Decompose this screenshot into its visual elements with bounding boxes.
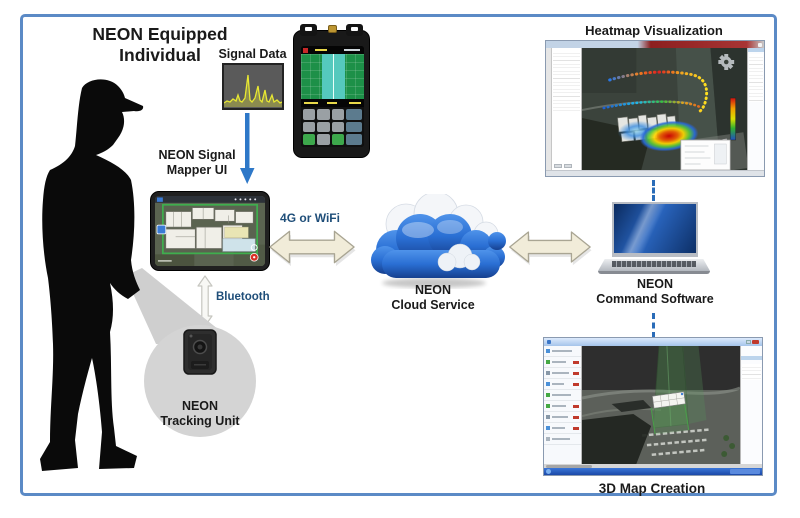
map3d-screenshot [543, 337, 763, 476]
map3d-layers-panel [544, 346, 582, 464]
tracking-device-icon [183, 329, 217, 375]
map3d-table-panel [740, 346, 762, 464]
tracking-unit-label: NEON Tracking Unit [160, 399, 240, 429]
magnifier-callout [125, 268, 256, 437]
analyzer-keypad [301, 107, 364, 147]
handheld-analyzer-icon [293, 24, 370, 158]
map3d-title: 3D Map Creation [598, 481, 706, 496]
dashed-connector-top [652, 180, 655, 201]
signal-mapper-label: NEON Signal Mapper UI [158, 148, 236, 178]
dashed-connector-bottom [652, 313, 655, 338]
map3d-view [582, 346, 740, 464]
close-icon [752, 340, 759, 344]
map3d-window-titlebar [544, 338, 762, 346]
wireless-label: 4G or WiFi [280, 211, 340, 225]
cloud-label: NEON Cloud Service [391, 283, 475, 313]
heatmap-screenshot [545, 40, 765, 177]
tablet-compass-icon [250, 244, 258, 251]
heatmap-3d-view [582, 48, 747, 170]
close-icon [758, 42, 762, 47]
analyzer-spectrum [301, 54, 364, 99]
minimize-icon [746, 340, 751, 344]
cloud-icon [371, 194, 506, 288]
antenna-connector-icon [328, 25, 337, 33]
signal-data-label: Signal Data [218, 47, 287, 61]
wireframe-floor [650, 403, 690, 435]
bluetooth-label: Bluetooth [216, 291, 270, 303]
map-popup [680, 139, 731, 170]
down-arrow-icon [240, 113, 255, 184]
heatmap-legend-table [747, 48, 764, 170]
command-software-label: NEON Command Software [596, 277, 714, 307]
system-tray [730, 469, 760, 474]
floor-plan-map [155, 196, 265, 266]
gear-icon [718, 54, 735, 70]
windows-taskbar [544, 468, 762, 475]
tablet-mapper-icon [150, 191, 270, 271]
person-silhouette-icon [40, 79, 144, 472]
start-orb-icon [546, 469, 551, 474]
laptop-icon [612, 202, 698, 257]
map3d-scrollbar [544, 464, 762, 468]
analyzer-screen [301, 46, 364, 147]
roof-plan [652, 391, 686, 409]
tablet-locate-button [156, 224, 167, 235]
double-arrow-left-icon [269, 230, 356, 267]
color-scale-icon [729, 97, 736, 141]
page-title: NEON Equipped Individual [92, 24, 228, 66]
heatmap-title: Heatmap Visualization [585, 23, 723, 38]
spectrum-display-icon [222, 63, 284, 110]
double-arrow-right-icon [509, 231, 592, 266]
heatmap-window-titlebar [546, 41, 764, 48]
heatmap-data-table [552, 48, 582, 170]
